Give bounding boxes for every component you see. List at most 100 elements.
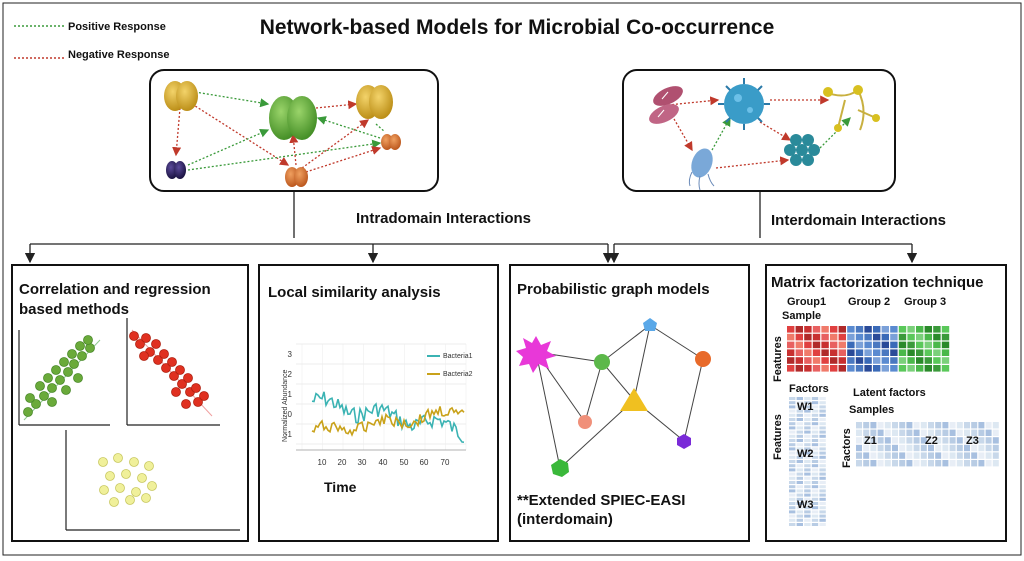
mf-w-cell [796,506,803,510]
mf-w-cell [796,401,803,405]
scatter-point-yellow [137,473,147,483]
mf-matrix-cell [804,357,812,364]
mf-z-cell [906,437,913,444]
mf-z-cell [985,444,992,452]
lsa-y-tick: 0 [288,410,293,419]
mf-z-cell [920,429,927,436]
mf-matrix-cell [864,349,872,356]
mf-w-cell [819,493,826,497]
mf-w-cell [804,485,811,489]
mf-w-cell [789,451,796,455]
lsa-x-tick: 50 [400,458,409,467]
mf-w-cell [796,472,803,476]
mf-z-cell [899,444,906,452]
mf-z-cell [992,452,999,459]
mf-matrix-cell [898,326,907,333]
mf-z-cell [978,437,985,444]
lsa-x-tick: 40 [379,458,388,467]
mf-matrix-cell [847,365,855,372]
mf-matrix-cell [838,333,846,341]
mf-matrix-cell [873,349,881,356]
mf-w-cell [819,472,826,476]
mf-w-cell [804,430,811,434]
mf-z-cell [877,437,884,444]
scatter-point-yellow [98,457,108,467]
mf-z-cell [877,460,884,467]
mf-matrix-cell [907,333,915,341]
edge-positive [316,116,381,139]
panel-correlation-title-2: based methods [19,301,129,318]
mf-w-cell [796,405,803,409]
mf-w-cell [811,460,819,463]
mf-w-cell [811,481,819,484]
panel-mf-title: Matrix factorization technique [771,274,984,291]
mf-matrix-cell [830,333,838,341]
mf-z-cell [906,444,913,452]
mf-matrix-cell [795,357,803,364]
mf-w-cell [796,455,803,459]
mf-w-cell [811,451,819,455]
mf-matrix-cell [881,357,889,364]
mf-w-cell [789,472,796,476]
edge-positive [819,117,851,149]
mf-matrix-cell [821,326,829,333]
mf-w-cell [819,502,826,505]
lsa-x-tick: 70 [441,458,450,467]
mf-z-cell [913,422,920,429]
mf-w-cell [804,497,811,501]
mf-matrix-cell [916,326,924,333]
mf-w-cell [796,443,803,447]
mf-w-cell [796,518,803,522]
mf-matrix-cell [898,357,907,364]
mf-matrix-cell [812,326,821,333]
mf-z-cell [992,422,999,429]
mf-w-cell [804,451,811,455]
mf-w-cell [819,460,826,463]
mf-matrix-cell [890,357,898,364]
mf-matrix-cell [830,349,838,356]
mf-z-cell [985,437,992,444]
scatter-point-green [23,407,33,417]
mf-matrix-cell [890,326,898,333]
scatter-point-yellow [131,487,141,497]
mf-matrix-cell [830,326,838,333]
mf-matrix-cell [838,357,846,364]
mf-matrix-cell [907,365,915,372]
mf-w-cell [796,460,803,463]
mf-w-cell [804,472,811,476]
mf-data-matrix [787,326,950,372]
scatter-point-green [47,397,57,407]
mf-z-cell [956,437,963,444]
mf-matrix-cell [795,365,803,372]
mf-w-cell [789,502,796,505]
mf-z-cell [985,460,992,467]
mf-z-cell [964,460,970,467]
mf-matrix-cell [933,333,941,341]
mf-w-cell [796,397,803,400]
mf-w-cell [796,413,803,417]
mf-z-cell [928,437,934,444]
mf-w-cell [796,447,803,451]
mf-w-cell [804,460,811,463]
mf-w-cell [804,510,811,514]
scatter-point-yellow [147,481,157,491]
mf-z-cell [863,429,870,436]
panel-correlation-title-1: Correlation and regression [19,281,211,298]
mf-z-cell [863,437,870,444]
panel-lsa: Local similarity analysis Normalized Abu… [258,264,499,542]
mf-w-cell [811,409,819,413]
mf-z-cell [964,422,970,429]
scatter-point-green [69,359,79,369]
mf-w-cell [811,430,819,434]
mf-z-cell [992,437,999,444]
mf-z-cell [949,452,956,459]
scatter-point-red [153,355,163,365]
mf-w-cell [796,523,803,526]
microbe-gold-node [164,81,198,111]
legend-positive: Positive Response [68,21,166,33]
mf-z-cell [942,444,949,452]
pgm-note-line1: **Extended SPIEC-EASI [517,492,685,509]
mf-w-cell [804,518,811,522]
scatter-point-yellow [115,483,125,493]
mf-w-cell [796,430,803,434]
